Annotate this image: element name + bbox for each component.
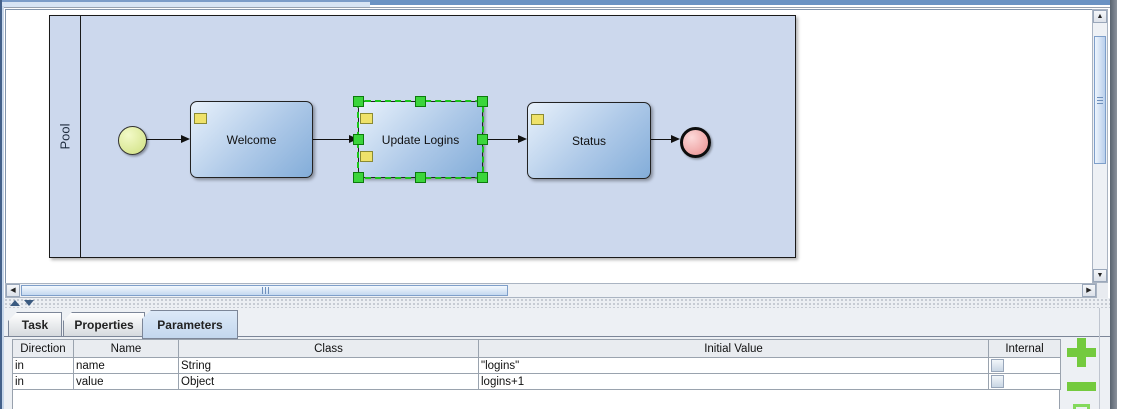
horizontal-scrollbar[interactable]: ◀ ▶: [5, 283, 1097, 298]
task-marker-icon: [360, 113, 373, 124]
divider: [0, 7, 1110, 8]
sequence-flow[interactable]: [481, 139, 519, 140]
horizontal-scrollbar-thumb[interactable]: [21, 285, 508, 296]
pool-lane-header[interactable]: Pool: [50, 16, 81, 257]
scroll-left-button[interactable]: ◀: [6, 284, 20, 297]
task-status[interactable]: Status: [527, 102, 651, 179]
selection-handle[interactable]: [353, 96, 364, 107]
cell-class[interactable]: String: [178, 357, 479, 374]
tab-parameters[interactable]: Parameters: [142, 310, 238, 339]
task-update-logins[interactable]: Update Logins: [357, 100, 484, 179]
arrowhead-icon: [181, 134, 190, 143]
task-marker-icon: [194, 113, 207, 124]
plus-icon: [1077, 338, 1086, 367]
selection-handle[interactable]: [415, 172, 426, 183]
task-label: Welcome: [226, 132, 277, 147]
vertical-scrollbar-thumb[interactable]: [1094, 36, 1106, 164]
arrowhead-icon: [671, 134, 680, 143]
remove-parameter-button[interactable]: [1067, 382, 1096, 391]
pool-label: Pool: [57, 123, 73, 150]
scrollbar-grip-icon: [262, 287, 270, 294]
column-header-direction[interactable]: Direction: [12, 339, 74, 358]
scroll-right-icon: ▶: [1086, 287, 1092, 294]
cell-initial-value[interactable]: logins+1: [478, 373, 989, 390]
end-event[interactable]: [680, 127, 711, 158]
column-header-class[interactable]: Class: [178, 339, 479, 358]
cell-name[interactable]: name: [73, 357, 179, 374]
table-header-row: Direction Name Class Initial Value Inter…: [12, 339, 1061, 358]
sequence-flow[interactable]: [311, 139, 350, 140]
cell-internal: [988, 373, 1061, 390]
selection-handle[interactable]: [353, 134, 364, 145]
scroll-up-icon: ▲: [1096, 13, 1104, 20]
add-parameter-button[interactable]: [1066, 337, 1097, 367]
internal-checkbox[interactable]: [991, 375, 1004, 388]
parameters-table: Direction Name Class Initial Value Inter…: [12, 339, 1061, 390]
tab-task[interactable]: Task: [8, 312, 62, 337]
sequence-flow[interactable]: [649, 139, 672, 140]
pool-shape[interactable]: Pool Welcome Update Logins: [49, 15, 796, 258]
vertical-scrollbar[interactable]: ▲ ▼: [1092, 9, 1108, 283]
selection-handle[interactable]: [415, 96, 426, 107]
task-welcome[interactable]: Welcome: [190, 101, 313, 178]
scroll-down-button[interactable]: ▼: [1093, 269, 1107, 282]
selection-handle[interactable]: [477, 96, 488, 107]
task-marker-icon: [360, 151, 373, 162]
cell-initial-value[interactable]: "logins": [478, 357, 989, 374]
internal-checkbox[interactable]: [991, 359, 1004, 372]
tabbar-baseline: [4, 336, 1110, 337]
top-tab-strip: [0, 0, 370, 8]
window-right-margin: [1117, 0, 1123, 409]
collapse-up-icon[interactable]: [10, 300, 20, 306]
scroll-up-button[interactable]: ▲: [1093, 10, 1107, 23]
window-right-border: [1110, 0, 1117, 409]
properties-panel: Task Properties Parameters Direction Nam…: [4, 308, 1111, 409]
arrowhead-icon: [518, 134, 527, 143]
window-left-border-highlight: [2, 6, 4, 409]
cell-direction[interactable]: in: [12, 373, 74, 390]
task-label: Update Logins: [381, 132, 460, 147]
scroll-left-icon: ◀: [10, 287, 16, 294]
table-row: in name String "logins": [12, 357, 1061, 374]
task-marker-icon: [531, 114, 544, 125]
split-pane-divider[interactable]: [4, 298, 1110, 308]
start-event[interactable]: [118, 126, 147, 155]
scrollbar-grip-icon: [1097, 97, 1103, 105]
scrollbar-corner: [1097, 283, 1108, 298]
selection-handle[interactable]: [477, 134, 488, 145]
selection-handle[interactable]: [477, 172, 488, 183]
cell-direction[interactable]: in: [12, 357, 74, 374]
tab-label: Task: [21, 317, 49, 332]
column-header-name[interactable]: Name: [73, 339, 179, 358]
task-label: Status: [571, 133, 607, 148]
tab-label: Properties: [74, 317, 134, 332]
selection-handle[interactable]: [353, 172, 364, 183]
cell-class[interactable]: Object: [178, 373, 479, 390]
table-row: in value Object logins+1: [12, 373, 1061, 390]
tab-properties[interactable]: Properties: [63, 312, 145, 337]
cell-name[interactable]: value: [73, 373, 179, 390]
diagram-canvas[interactable]: Pool Welcome Update Logins: [5, 9, 1093, 284]
scroll-right-button[interactable]: ▶: [1082, 284, 1096, 297]
tab-label: Parameters: [157, 317, 223, 332]
collapse-down-icon[interactable]: [24, 300, 34, 306]
cell-internal: [988, 357, 1061, 374]
extra-action-button[interactable]: [1073, 404, 1090, 409]
sequence-flow[interactable]: [146, 139, 182, 140]
top-bar: [370, 0, 1123, 5]
column-header-initial-value[interactable]: Initial Value: [478, 339, 989, 358]
column-header-internal[interactable]: Internal: [988, 339, 1061, 358]
window-left-border: [0, 0, 2, 409]
scroll-down-icon: ▼: [1096, 272, 1104, 279]
